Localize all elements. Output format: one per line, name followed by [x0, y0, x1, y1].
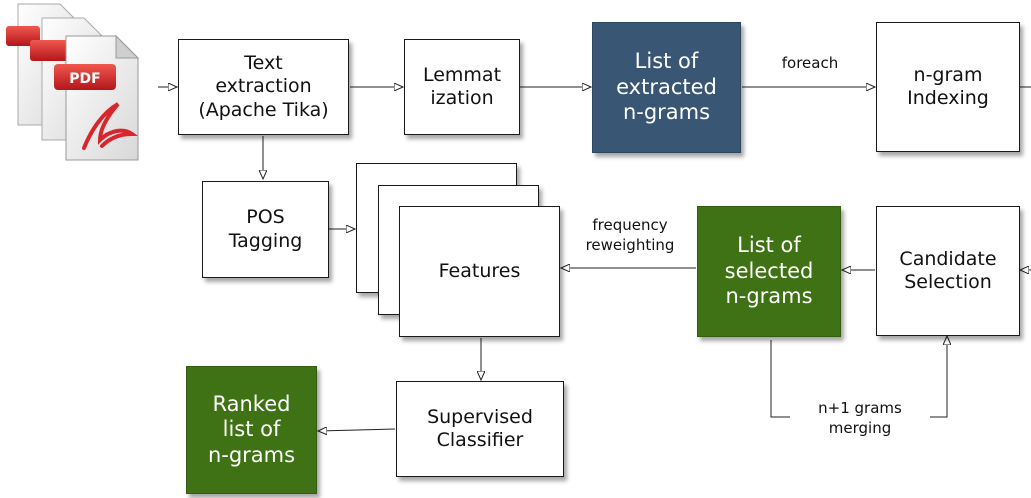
- merging-label: n+1 grams merging: [790, 399, 930, 438]
- extracted-ngrams-box: List of extracted n-grams: [592, 22, 741, 153]
- features-box: Features: [399, 206, 560, 337]
- arrow-classifier-to-ranked: [318, 429, 396, 431]
- lemmatization-label: Lemmat ization: [422, 63, 502, 109]
- supervised-classifier-label: Supervised Classifier: [427, 405, 533, 451]
- ranked-ngrams-box: Ranked list of n-grams: [186, 366, 317, 494]
- supervised-classifier-box: Supervised Classifier: [396, 381, 564, 477]
- candidate-selection-label: Candidate Selection: [899, 247, 997, 293]
- selected-ngrams-label: List of selected n-grams: [724, 233, 814, 309]
- frequency-reweighting-label: frequency reweighting: [585, 216, 675, 254]
- pos-tagging-box: POS Tagging: [202, 181, 329, 278]
- candidate-selection-box: Candidate Selection: [876, 206, 1020, 336]
- features-label: Features: [438, 259, 521, 282]
- ranked-ngrams-label: Ranked list of n-grams: [207, 391, 296, 467]
- pdf-documents: PDF: [0, 0, 150, 165]
- foreach-label: foreach: [781, 54, 839, 72]
- text-extraction-label: Text extraction (Apache Tika): [198, 52, 329, 121]
- selected-ngrams-box: List of selected n-grams: [697, 206, 841, 337]
- extracted-ngrams-label: List of extracted n-grams: [616, 49, 717, 125]
- pdf-document-icon: PDF: [54, 34, 140, 161]
- ngram-indexing-label: n-gram Indexing: [907, 63, 989, 109]
- ngram-indexing-box: n-gram Indexing: [876, 22, 1020, 152]
- lemmatization-box: Lemmat ization: [404, 39, 520, 135]
- text-extraction-box: Text extraction (Apache Tika): [178, 39, 349, 135]
- acrobat-logo-icon: [82, 102, 139, 150]
- pos-tagging-label: POS Tagging: [228, 206, 303, 252]
- pdf-label: PDF: [69, 71, 100, 87]
